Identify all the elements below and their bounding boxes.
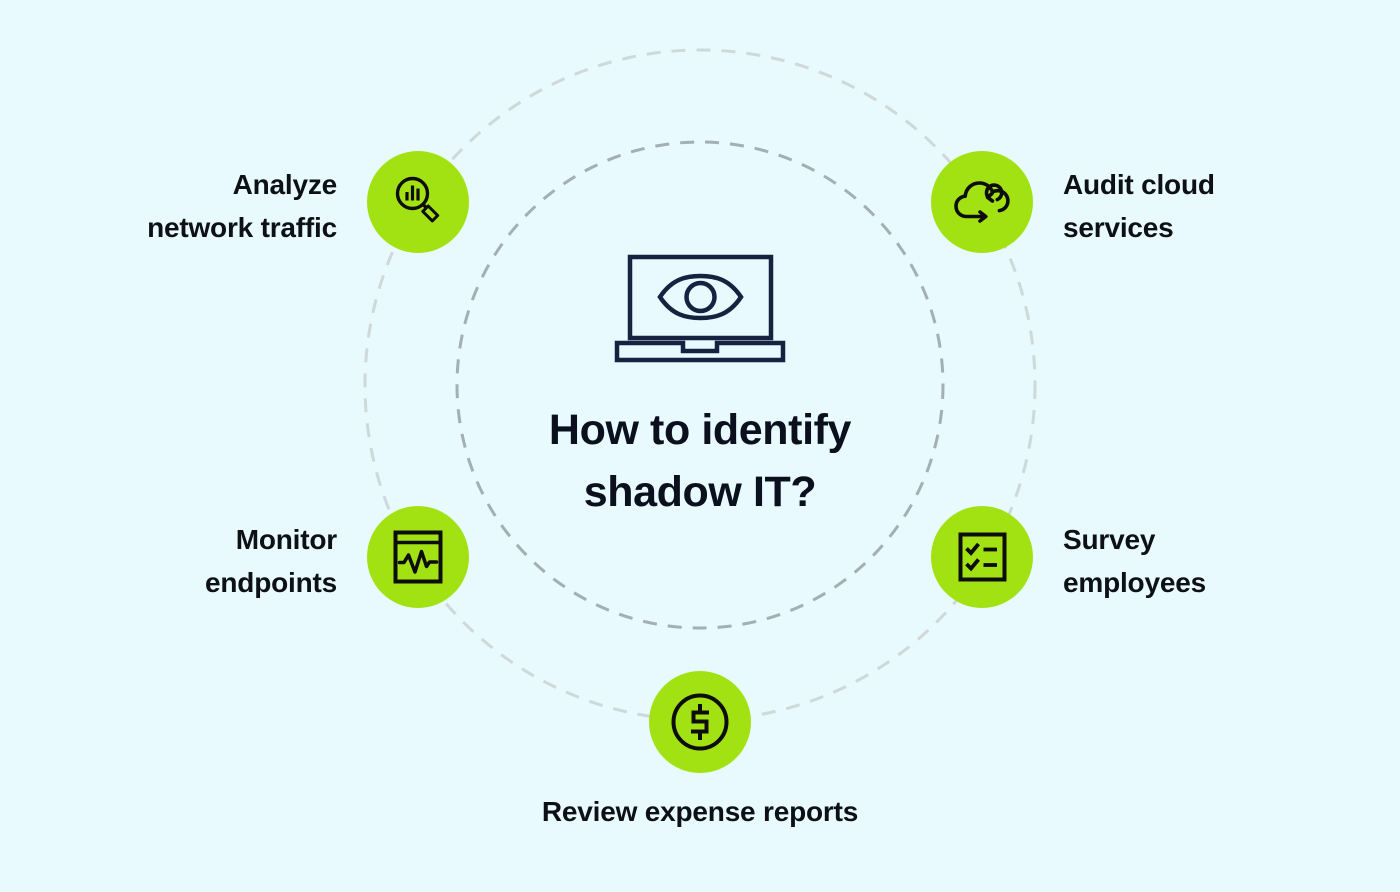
label-line: network traffic [147, 212, 337, 243]
node-analyze-network-traffic [367, 151, 469, 253]
node-review-expense-reports [649, 671, 751, 773]
title-line-2: shadow IT? [583, 468, 817, 516]
label-survey-employees: Survey employees [1063, 518, 1206, 604]
label-line: Survey [1063, 524, 1156, 555]
label-line: Audit cloud [1063, 169, 1215, 200]
label-audit-cloud-services: Audit cloud services [1063, 163, 1215, 249]
node-audit-cloud-services [931, 151, 1033, 253]
label-line: Analyze [232, 169, 338, 200]
label-analyze-network-traffic: Analyze network traffic [147, 163, 337, 249]
label-review-expense-reports: Review expense reports [0, 790, 1400, 833]
label-line: Review expense reports [541, 796, 859, 827]
page-title: How to identify shadow IT? [0, 399, 1400, 523]
node-monitor-endpoints [367, 506, 469, 608]
title-line-1: How to identify [548, 406, 852, 454]
checklist-icon [958, 532, 1007, 582]
cloud-sync-icon [954, 181, 1010, 223]
outer-ring [363, 48, 1037, 722]
label-line: employees [1063, 567, 1206, 598]
node-survey-employees [931, 506, 1033, 608]
monitor-pulse-icon [393, 530, 443, 584]
inner-ring [455, 140, 945, 630]
label-monitor-endpoints: Monitor endpoints [205, 518, 337, 604]
magnifier-chart-icon [395, 176, 440, 223]
laptop-eye-icon [614, 254, 786, 363]
dollar-coin-icon [671, 693, 729, 751]
label-line: endpoints [205, 567, 337, 598]
label-line: services [1063, 212, 1174, 243]
label-line: Monitor [235, 524, 337, 555]
